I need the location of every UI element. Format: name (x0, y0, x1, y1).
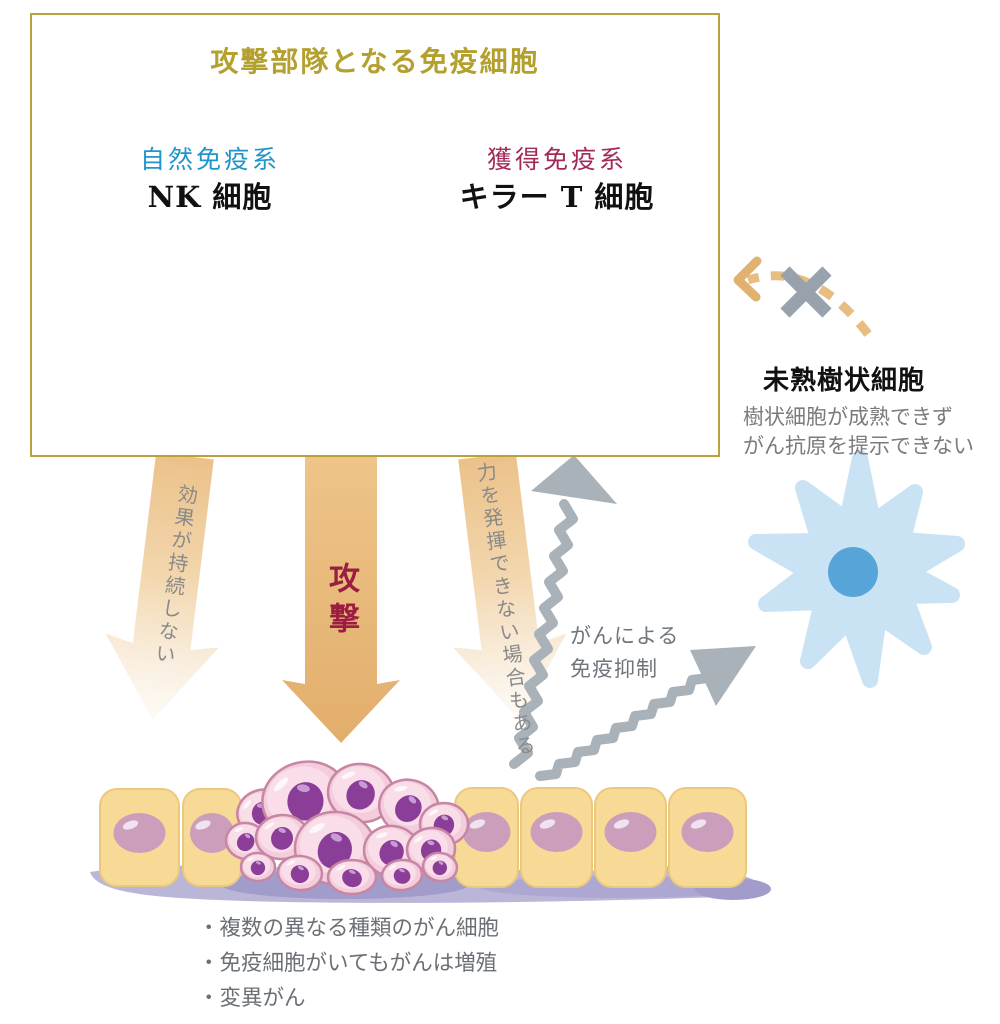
x-mark-icon (780, 266, 832, 318)
tumor-note-item: ・複数の異なる種類のがん細胞 (198, 916, 500, 941)
tissue-illustration (90, 760, 771, 903)
dendritic-desc-line-1: 樹状細胞が成熟できず (743, 405, 953, 429)
tumor-note-item: ・免疫細胞がいてもがんは増殖 (198, 951, 498, 976)
zigzag-arrow-up (509, 455, 617, 769)
attack-label: 攻撃 (323, 562, 359, 642)
suppression-line-2: 免疫抑制 (570, 656, 658, 681)
blocked-dashed-arrow (733, 256, 872, 337)
dendritic-title: 未熟樹状細胞 (763, 366, 926, 396)
dendritic-desc-line-2: がん抗原を提示できない (743, 434, 974, 459)
acquired-system-label: 獲得免疫系 (486, 145, 627, 174)
innate-system-label: 自然免疫系 (139, 145, 280, 174)
nk-cell-name: NK 細胞 (147, 180, 273, 214)
tumor-cell-cluster (224, 760, 470, 896)
panel-title: 攻撃部隊となる免疫細胞 (210, 45, 540, 78)
fading-arrow-left (105, 452, 219, 721)
suppression-line-1: がんによる (570, 624, 680, 648)
zigzag-arrow-diagonal (535, 646, 756, 781)
killer-t-cell-name: キラー T 細胞 (459, 180, 655, 214)
epithelial-cells (99, 787, 747, 888)
attack-arrow-center (282, 456, 400, 743)
dendritic-cell-illustration (748, 450, 965, 688)
suppression-note: がんによる 免疫抑制 (570, 620, 679, 685)
immune-panel-frame (30, 13, 720, 457)
tumor-notes-list: ・複数の異なる種類のがん細胞 ・免疫細胞がいてもがんは増殖 ・変異がん (198, 911, 499, 1016)
dendritic-description: 樹状細胞が成熟できず がん抗原を提示できない (743, 403, 974, 462)
dendritic-nucleus (828, 547, 878, 597)
tumor-note-item: ・変異がん (198, 986, 306, 1011)
